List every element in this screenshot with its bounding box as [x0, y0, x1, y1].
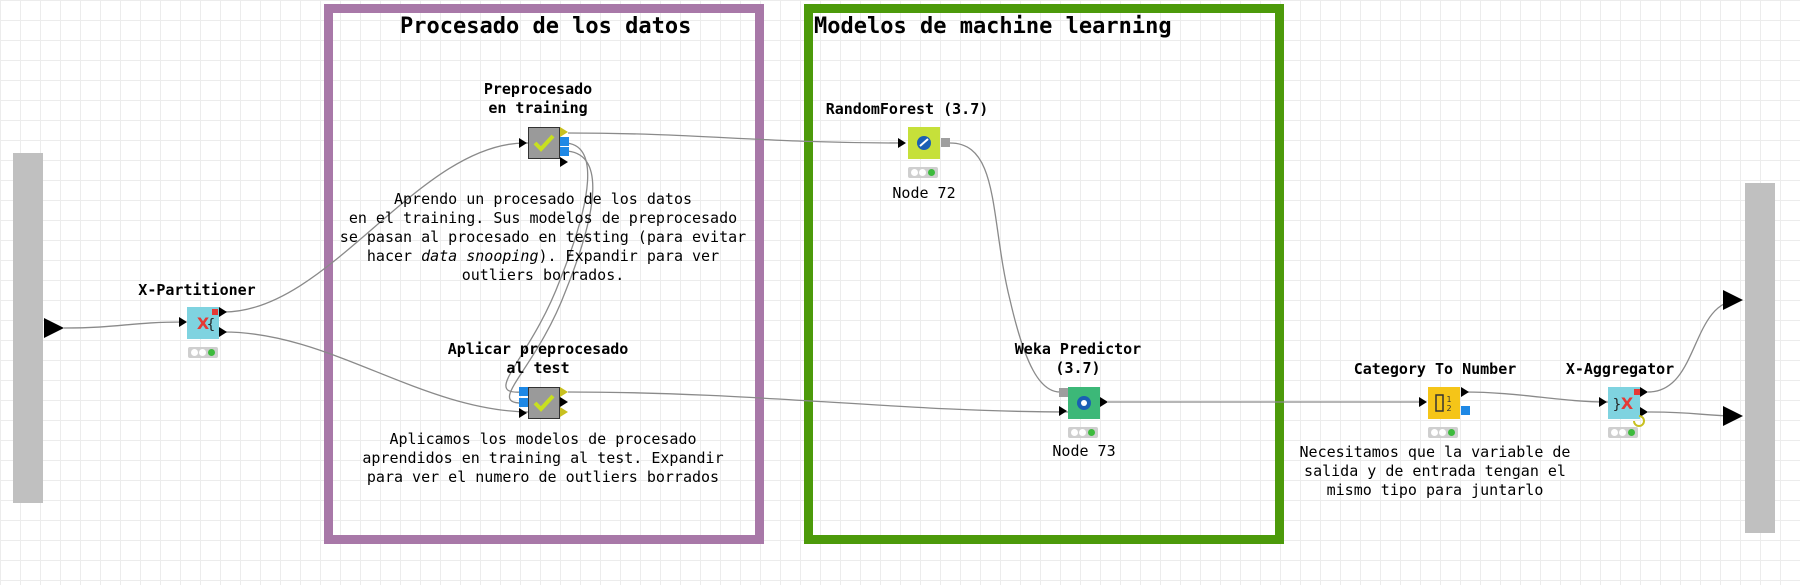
- metanode-input-port[interactable]: [44, 318, 64, 338]
- metanode-output-port-a[interactable]: [1723, 290, 1743, 310]
- svg-text:2: 2: [1446, 404, 1451, 413]
- x-partitioner-status: [188, 347, 218, 358]
- weka-predictor-title: Weka Predictor (3.7): [1014, 340, 1142, 377]
- svg-text:1: 1: [1446, 395, 1451, 404]
- metanode-check-icon: [533, 394, 555, 412]
- randomforest-status: [908, 167, 938, 178]
- x-aggregator-flow-port[interactable]: [1634, 389, 1640, 395]
- preproc-training-node[interactable]: [528, 127, 560, 159]
- randomforest-in-port[interactable]: [898, 138, 906, 148]
- category-to-number-status: [1428, 427, 1458, 438]
- preproc-training-model-port-2[interactable]: [560, 147, 569, 156]
- preproc-test-title: Aplicar preprocesado al test: [447, 340, 629, 377]
- annotation-models-title: Modelos de machine learning: [814, 14, 1172, 39]
- x-partitioner-out-port-1[interactable]: [219, 307, 227, 317]
- preproc-training-out-port-1[interactable]: [560, 127, 568, 137]
- category-to-number-out-port[interactable]: [1461, 387, 1469, 397]
- preproc-training-in-port[interactable]: [519, 138, 527, 148]
- weka-predictor-node[interactable]: [1068, 387, 1100, 419]
- x-partitioner-title: X-Partitioner: [138, 281, 256, 299]
- weka-learner-icon: [917, 136, 931, 150]
- category-to-number-node[interactable]: 1 2: [1428, 387, 1460, 419]
- x-aggregator-title: X-Aggregator: [1565, 360, 1675, 378]
- annotation-preprocessing-title: Procesado de los datos: [400, 14, 692, 39]
- preproc-test-out-port-3[interactable]: [560, 407, 568, 417]
- x-aggregator-node[interactable]: } X: [1608, 387, 1640, 419]
- randomforest-title: RandomForest (3.7): [825, 100, 989, 118]
- weka-predictor-label: Node 73: [1052, 442, 1116, 460]
- metanode-output-port-b[interactable]: [1723, 406, 1743, 426]
- svg-text:X: X: [197, 314, 210, 333]
- wire-input-to-xpartitioner: [63, 321, 185, 329]
- loop-end-icon: [1632, 412, 1646, 427]
- category-to-number-model-port[interactable]: [1461, 406, 1470, 415]
- randomforest-node[interactable]: [908, 127, 940, 159]
- x-aggregator-status: [1608, 427, 1638, 438]
- category-to-number-title: Category To Number: [1353, 360, 1517, 378]
- svg-text:}: }: [1613, 397, 1622, 413]
- preproc-test-out-port-1[interactable]: [560, 387, 568, 397]
- note-test: Aplicamos los modelos de procesado apren…: [362, 430, 724, 486]
- x-aggregator-out-port-2[interactable]: [1640, 407, 1648, 417]
- x-partitioner-flow-port[interactable]: [212, 309, 218, 315]
- svg-text:{: {: [207, 317, 216, 333]
- weka-predictor-out-port[interactable]: [1100, 397, 1108, 407]
- weka-predictor-in-port[interactable]: [1059, 406, 1067, 416]
- weka-predictor-status: [1068, 427, 1098, 438]
- preproc-test-node[interactable]: [528, 387, 560, 419]
- x-aggregator-out-port-1[interactable]: [1640, 387, 1648, 397]
- category-to-number-icon: 1 2: [1435, 394, 1452, 413]
- preproc-test-model-in-port-1[interactable]: [519, 387, 528, 396]
- preproc-training-model-port-1[interactable]: [560, 137, 569, 146]
- x-partitioner-out-port-2[interactable]: [219, 327, 227, 337]
- wire-category-to-aggregator: [1463, 391, 1609, 403]
- x-aggregator-icon: } X: [1613, 394, 1634, 413]
- category-to-number-in-port[interactable]: [1419, 397, 1427, 407]
- preproc-test-model-in-port-2[interactable]: [519, 398, 528, 407]
- metanode-output-bar[interactable]: [1745, 183, 1775, 533]
- weka-predictor-model-in-port[interactable]: [1059, 388, 1068, 397]
- annotation-models: [804, 4, 1284, 544]
- metanode-input-bar[interactable]: [13, 153, 43, 503]
- svg-text:X: X: [1621, 394, 1634, 413]
- x-aggregator-in-port[interactable]: [1599, 397, 1607, 407]
- preproc-test-in-port[interactable]: [519, 408, 527, 418]
- x-partitioner-icon: X {: [197, 314, 216, 333]
- preproc-training-out-port-2[interactable]: [560, 157, 568, 167]
- weka-predictor-icon: [1077, 396, 1091, 410]
- x-partitioner-in-port[interactable]: [179, 317, 187, 327]
- note-category: Necesitamos que la variable de salida y …: [1299, 443, 1571, 499]
- metanode-check-icon: [533, 134, 555, 152]
- preproc-training-title: Preprocesado en training: [483, 80, 593, 117]
- randomforest-out-port[interactable]: [941, 138, 950, 147]
- randomforest-label: Node 72: [892, 184, 956, 202]
- preproc-test-out-port-2[interactable]: [560, 397, 568, 407]
